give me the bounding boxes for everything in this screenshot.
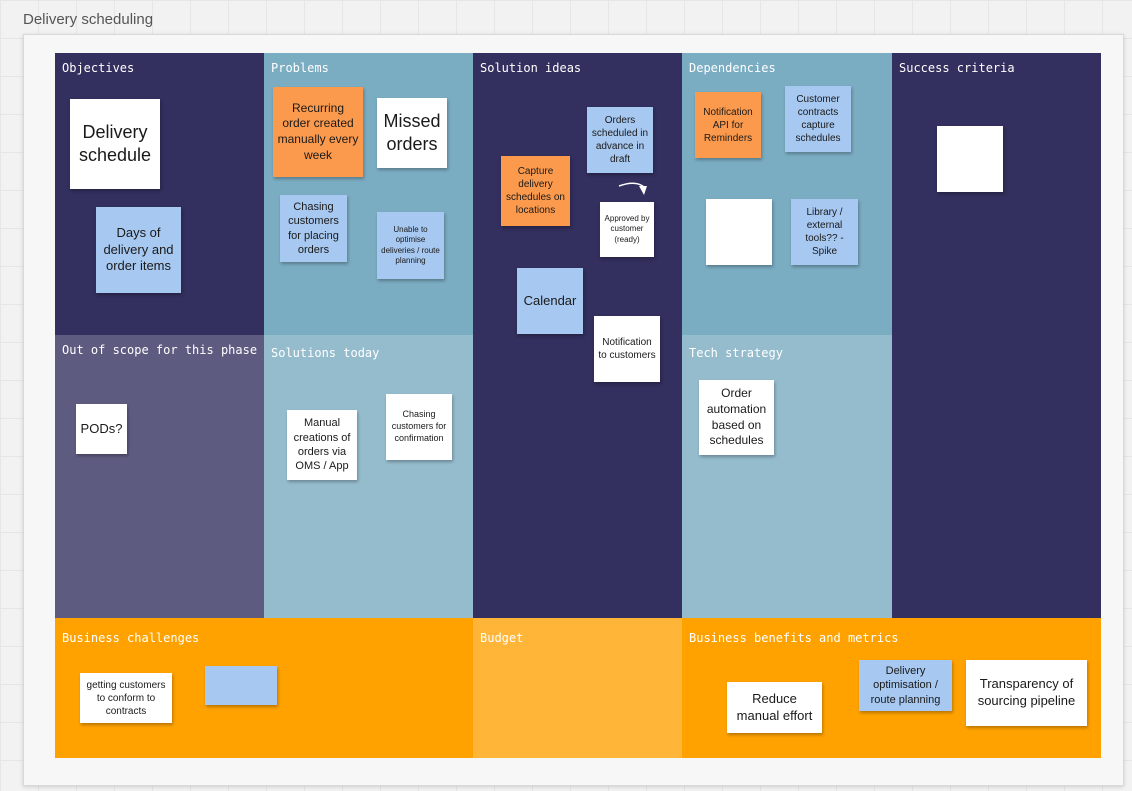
sticky-note[interactable]: Delivery schedule — [70, 99, 160, 189]
sticky-note[interactable] — [205, 666, 277, 705]
sticky-note[interactable]: Manual creations of orders via OMS / App — [287, 410, 357, 480]
sticky-note[interactable]: Calendar — [517, 268, 583, 334]
section-label: Out of scope for this phase — [62, 343, 258, 357]
section-out-of-scope[interactable]: Out of scope for this phase — [55, 335, 264, 618]
sticky-note[interactable] — [706, 199, 772, 265]
sticky-note[interactable]: Order automation based on schedules — [699, 380, 774, 455]
section-label: Budget — [480, 631, 524, 645]
sticky-note[interactable]: Capture delivery schedules on locations — [501, 156, 570, 226]
sticky-note[interactable]: Chasing customers for placing orders — [280, 195, 347, 262]
sticky-note[interactable] — [937, 126, 1003, 192]
sticky-note[interactable]: Library / external tools?? - Spike — [791, 199, 858, 265]
sticky-note[interactable]: Transparency of sourcing pipeline — [966, 660, 1087, 726]
section-label: Business challenges — [62, 631, 200, 645]
sticky-note[interactable]: Delivery optimisation / route planning — [859, 660, 952, 711]
section-label: Solutions today — [271, 346, 380, 360]
sticky-note[interactable]: Orders scheduled in advance in draft — [587, 107, 653, 173]
board-title: Delivery scheduling — [23, 11, 154, 28]
sticky-note[interactable]: Unable to optimise deliveries / route pl… — [377, 212, 444, 279]
sticky-note[interactable]: Approved by customer (ready) — [600, 202, 654, 257]
section-label: Business benefits and metrics — [689, 631, 899, 645]
sticky-note[interactable]: Customer contracts capture schedules — [785, 86, 851, 152]
section-label: Dependencies — [689, 61, 776, 75]
sticky-note[interactable]: Missed orders — [377, 98, 447, 168]
sticky-note[interactable]: Notification to customers — [594, 316, 660, 382]
sticky-note[interactable]: getting customers to conform to contract… — [80, 673, 172, 723]
sticky-note[interactable]: Chasing customers for confirmation — [386, 394, 452, 460]
section-tech-strategy[interactable]: Tech strategy — [682, 335, 892, 618]
connector-arrow-icon — [618, 182, 647, 195]
sticky-note[interactable]: PODs? — [76, 404, 127, 454]
section-label: Solution ideas — [480, 61, 582, 75]
section-budget[interactable]: Budget — [473, 618, 682, 758]
sticky-note[interactable]: Notification API for Reminders — [695, 92, 761, 158]
sticky-note[interactable]: Reduce manual effort — [727, 682, 822, 733]
section-label: Objectives — [62, 61, 135, 75]
sticky-note[interactable]: Recurring order created manually every w… — [273, 87, 363, 177]
sticky-note[interactable]: Days of delivery and order items — [96, 207, 181, 293]
section-label: Success criteria — [899, 61, 1015, 75]
section-label: Problems — [271, 61, 329, 75]
section-label: Tech strategy — [689, 346, 783, 360]
